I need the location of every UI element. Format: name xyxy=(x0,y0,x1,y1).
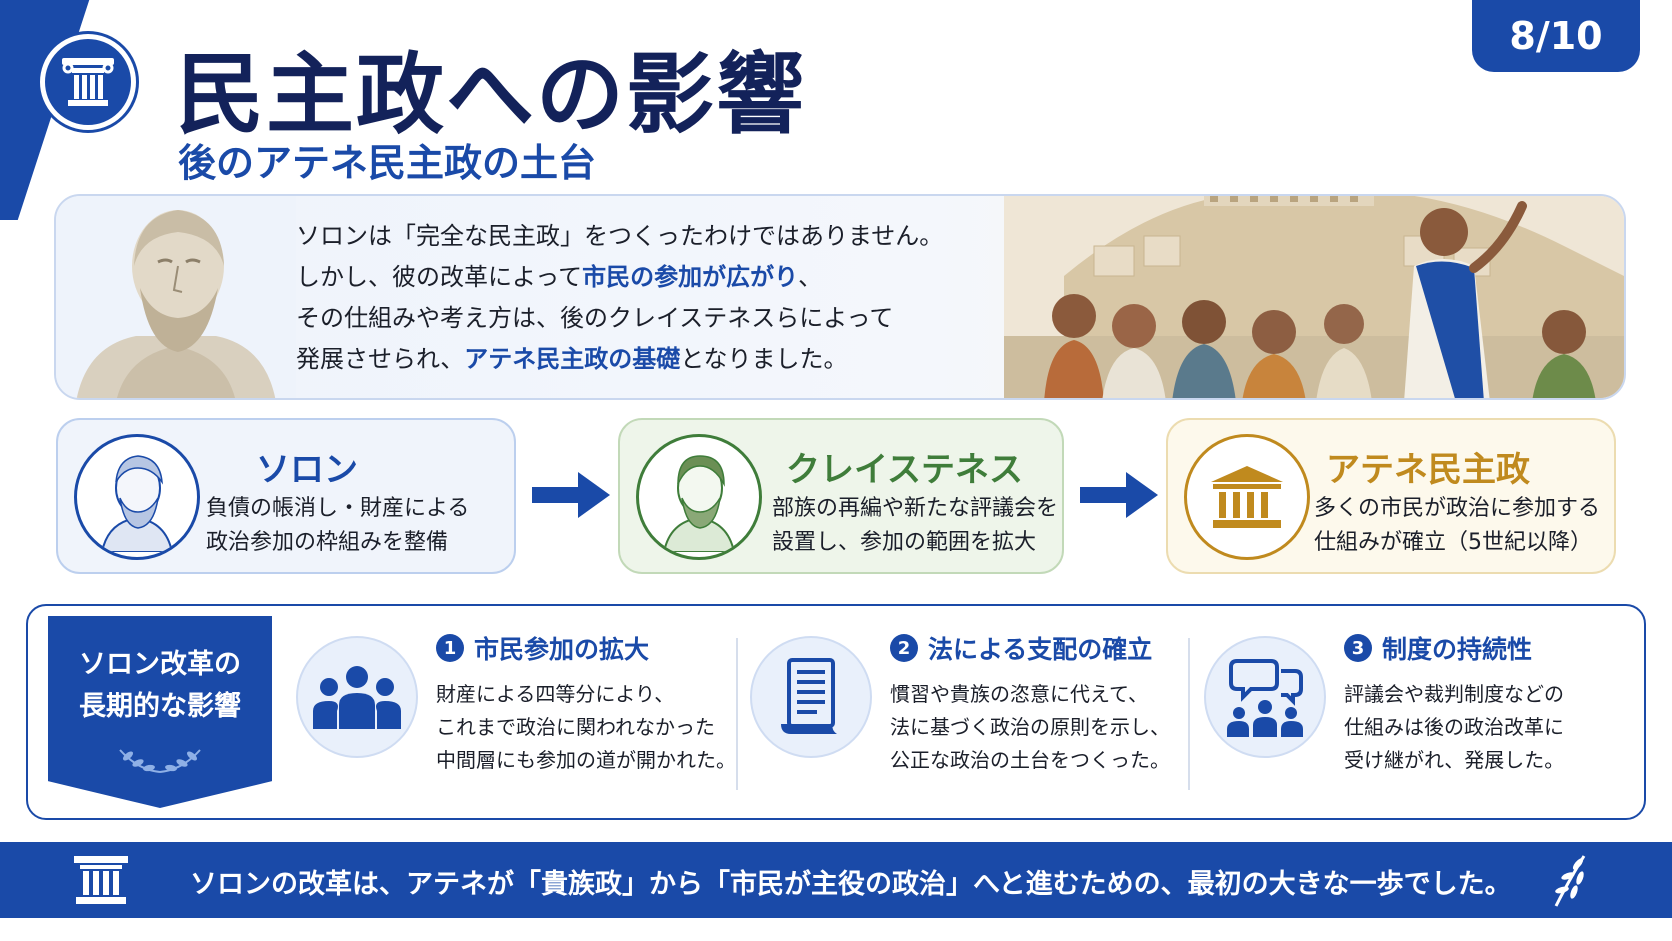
cleisthenes-portrait-icon xyxy=(636,434,762,560)
footer-summary: ソロンの改革は、アテネが「貴族政」から「市民が主役の政治」へと進むための、最初の… xyxy=(190,869,1512,900)
arrow-right-icon xyxy=(1080,472,1158,518)
intro-panel: ソロンは「完全な民主政」をつくったわけではありません。 しかし、彼の改革によって… xyxy=(54,194,1626,400)
intro-text: ソロンは「完全な民主政」をつくったわけではありません。 しかし、彼の改革によって… xyxy=(296,216,1076,380)
people-group-icon xyxy=(296,636,418,758)
column-logo-icon xyxy=(40,34,136,130)
flow-desc-cleisthenes: 部族の再編や新たな評議会を 設置し、参加の範囲を拡大 xyxy=(772,496,1059,555)
footer-banner: ソロンの改革は、アテネが「貴族政」から「市民が主役の政治」へと進むための、最初の… xyxy=(0,842,1672,918)
page-title: 民主政への影響 xyxy=(176,43,807,146)
intro-line-3: その仕組みや考え方は、後のクレイステネスらによって xyxy=(296,304,894,332)
highlight-citizen-participation: 市民の参加が広がり xyxy=(582,263,799,291)
athens-assembly-illustration xyxy=(1004,196,1624,398)
highlight-democracy-foundation: アテネ民主政の基礎 xyxy=(464,345,681,373)
divider xyxy=(1188,638,1190,790)
effects-label-line-1: ソロン改革の xyxy=(79,649,241,680)
arrow-right-icon xyxy=(532,472,610,518)
discussion-group-icon xyxy=(1204,636,1326,758)
flow-title-athenian-democracy: アテネ民主政 xyxy=(1326,450,1530,490)
scroll-document-icon xyxy=(750,636,872,758)
flow-title-cleisthenes: クレイステネス xyxy=(786,450,1023,490)
effects-label-line-2: 長期的な影響 xyxy=(79,691,241,722)
effect-text-2: 慣習や貴族の恣意に代えて、 法に基づく政治の原則を示し、 公正な政治の土台をつく… xyxy=(890,682,1170,772)
flow-card-solon: ソロン 負債の帳消し・財産による 政治参加の枠組みを整備 xyxy=(56,418,516,574)
temple-icon xyxy=(1184,434,1310,560)
divider xyxy=(736,638,738,790)
intro-line-1: ソロンは「完全な民主政」をつくったわけではありません。 xyxy=(296,222,944,250)
laurel-branch-icon xyxy=(1554,855,1586,907)
flow-desc-athenian-democracy: 多くの市民が政治に参加する 仕組みが確立（5世紀以降） xyxy=(1314,496,1601,555)
effects-label-banner: ソロン改革の 長期的な影響 xyxy=(48,616,272,808)
solon-bust-illustration xyxy=(56,196,296,398)
column-icon xyxy=(74,856,128,904)
page-number-badge: 8/10 xyxy=(1472,0,1640,72)
effect-text-3: 評議会や裁判制度などの 仕組みは後の政治改革に 受け継がれ、発展した。 xyxy=(1344,682,1565,772)
page-subtitle: 後のアテネ民主政の土台 xyxy=(178,141,597,185)
laurel-icon xyxy=(119,749,201,773)
intro-line-4: 発展させられ、アテネ民主政の基礎となりました。 xyxy=(296,345,848,373)
flow-title-solon: ソロン xyxy=(256,450,358,490)
intro-line-2: しかし、彼の改革によって市民の参加が広がり、 xyxy=(296,263,823,291)
flow-desc-solon: 負債の帳消し・財産による 政治参加の枠組みを整備 xyxy=(206,496,470,555)
flow-card-athenian-democracy: アテネ民主政 多くの市民が政治に参加する 仕組みが確立（5世紀以降） xyxy=(1166,418,1616,574)
solon-portrait-icon xyxy=(74,434,200,560)
effect-text-1: 財産による四等分により、 これまで政治に関われなかった 中間層にも参加の道が開か… xyxy=(436,682,736,772)
flow-card-cleisthenes: クレイステネス 部族の再編や新たな評議会を 設置し、参加の範囲を拡大 xyxy=(618,418,1064,574)
